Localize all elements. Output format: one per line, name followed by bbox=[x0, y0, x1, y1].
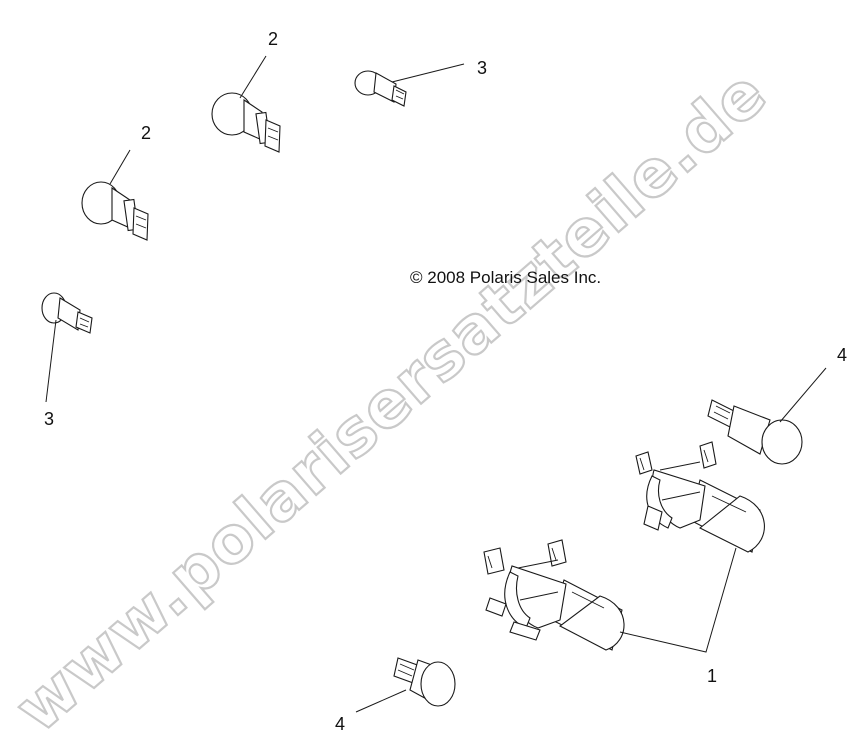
small-wedge-bulb-top bbox=[354, 70, 407, 107]
wedge-bulb-upper bbox=[211, 92, 281, 153]
small-wedge-bulb-left bbox=[41, 292, 93, 334]
callout-1: 1 bbox=[707, 666, 717, 686]
callout-3-top: 3 bbox=[477, 58, 487, 78]
halogen-bulb-rear bbox=[635, 441, 765, 553]
callout-3-left: 3 bbox=[44, 409, 54, 429]
t10-bulb-bottom bbox=[393, 657, 456, 707]
watermark: www.polarisersatzteile.de bbox=[2, 56, 781, 747]
callout-2-upper: 2 bbox=[268, 29, 278, 49]
leader-lines bbox=[45, 55, 827, 713]
copyright-text: © 2008 Polaris Sales Inc. bbox=[410, 268, 601, 287]
wedge-bulb-lower bbox=[81, 181, 149, 241]
halogen-bulb-front bbox=[483, 539, 625, 651]
callout-4-bottom: 4 bbox=[335, 714, 345, 734]
callout-4-right: 4 bbox=[837, 345, 847, 365]
t10-bulb-right bbox=[707, 399, 803, 465]
callout-2-lower: 2 bbox=[141, 123, 151, 143]
